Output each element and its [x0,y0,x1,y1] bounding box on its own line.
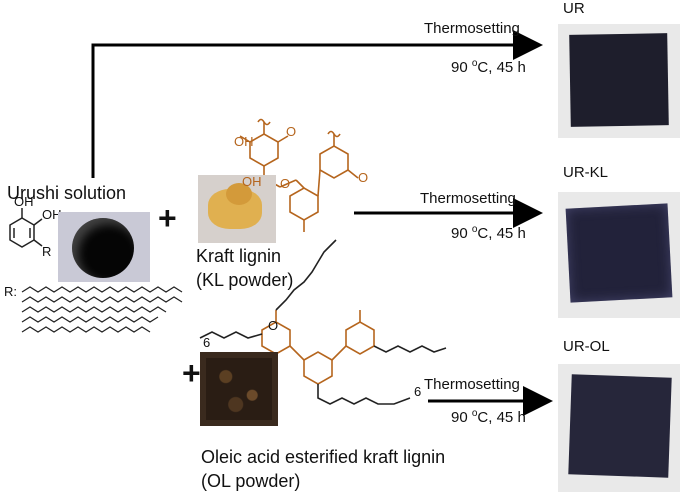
ol-carbonyl-o: O [268,318,279,333]
kl-oh-b: OH [242,174,262,189]
middle-process-label: Thermosetting [420,190,516,207]
kraft-lignin-photo [198,175,276,243]
top-arrow [91,30,543,178]
ol-powder [206,358,272,420]
kl-o-b: O [286,124,297,139]
urushi-drop [72,218,134,278]
ur-film [569,33,669,127]
middle-condition-label: 90 oC, 45 h [451,224,526,242]
urushiol-ring [9,208,43,248]
ol-sub-6-left: 6 [203,335,211,350]
sample-ur-photo [558,24,680,138]
plus-sign-bottom: + [182,355,201,391]
ur-ol-film [568,374,672,478]
sample-ur-ol-photo [558,364,680,492]
bottom-condition-label: 90 oC, 45 h [451,408,526,426]
oleic-lignin-label: Oleic acid esterified kraft lignin [201,447,446,467]
ol-sub-6-right: 6 [414,384,422,399]
urushi-solution-label: Urushi solution [7,183,127,203]
ur-kl-film [565,203,673,303]
urushiol-r: R [42,244,52,259]
sample-ur-kl-photo [558,192,680,318]
ol-powder-label: (OL powder) [201,471,301,491]
oleic-lignin-structure [199,239,447,405]
top-condition-label: 90 oC, 45 h [451,58,526,76]
kl-o-a: O [280,176,291,191]
top-process-label: Thermosetting [424,20,520,37]
sample-ur-kl-label: UR-KL [563,164,609,181]
kl-o-c: O [358,170,369,185]
plus-sign-top: + [158,200,177,236]
bottom-process-label: Thermosetting [424,376,520,393]
kraft-lignin-label: Kraft lignin [196,246,282,266]
sample-ur-ol-label: UR-OL [563,338,610,355]
r-side-chains [21,286,183,333]
sample-ur-label: UR [563,0,585,17]
urushi-solution-photo [58,212,150,282]
kl-powder-label: (KL powder) [196,270,294,290]
kl-oh-a: OH [234,134,254,149]
oleic-lignin-photo [200,352,278,426]
r-definition-label: R: [4,284,17,299]
urushiol-oh-2: OH [42,207,62,222]
urushiol-oh-1: OH [14,194,34,209]
kl-powder-highlight [226,183,252,205]
